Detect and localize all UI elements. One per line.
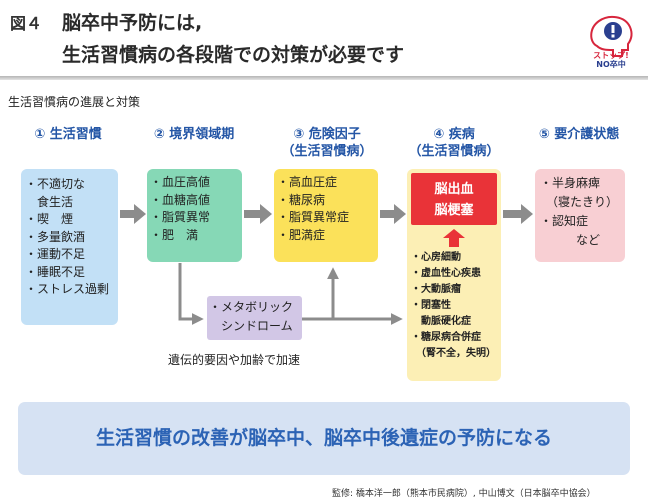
stage-label-care: ⑤ 要介護状態 [514,126,644,143]
supervision-credit: 監修: 橋本洋一郎（熊本市民病院）, 中山博文（日本脳卒中協会） [332,489,596,499]
connector-borderline-to-metabolic [178,263,204,325]
metabolic-syndrome-box: ・メタボリック シンドローム [207,296,302,340]
key-message-banner [18,402,630,475]
list-item: ・多量飲酒 [25,229,86,244]
stroke-hemorrhage-label: 脳出血 [434,182,474,197]
borderline-box: ・血圧高値 ・血糖高値 ・脂質異常 ・肥 満 [147,169,242,262]
list-item: （寝たきり） [540,195,619,209]
stage-label-line1: ③ 危険因子 [293,127,361,142]
key-message-text: 生活習慣の改善が脳卒中、脳卒中後遺症の予防になる [95,427,552,449]
stage-label-disease: ④ 疾病 （生活習慣病） [392,126,516,160]
list-item: ・睡眠不足 [25,264,86,279]
risk-factors-box: ・高血圧症 ・糖尿病 ・脂質異常症 ・肥満症 [274,169,378,262]
list-item: ・喫 煙 [25,212,74,226]
list-item: ・虚血性心疾患 [411,268,481,279]
disease-list: ・心房細動 ・虚血性心疾患 ・大動脈瘤 ・閉塞性 動脈硬化症 ・糖尿病合併症 （… [411,250,505,362]
list-item: ・脂質異常症 [277,210,350,224]
figure-label: 図４ [10,14,43,33]
list-item: ・運動不足 [25,247,86,261]
list-item: ・認知症 [540,214,589,228]
connector-metabolic-to-risk [302,267,339,321]
list-item: ・ストレス過剰 [25,282,110,296]
list-item: ・肥満症 [277,227,326,242]
stage-label-line1: ② 境界領域期 [153,127,235,142]
logo-text-line2: NO卒中 [596,59,626,68]
list-item: ・大動脈瘤 [411,284,461,295]
list-item: など [540,233,601,247]
header-divider [0,76,648,80]
list-item: 食生活 [25,194,74,209]
arrow-risk-to-disease [380,204,406,224]
list-item: ・脂質異常 [150,210,211,224]
metabolic-line2: シンドローム [209,319,293,333]
care-box: ・半身麻痺 （寝たきり） ・認知症 など [535,169,625,262]
list-item: ・血糖高値 [150,192,211,207]
page-title-line1: 脳卒中予防には, [62,12,203,34]
stage-label-risk-factors: ③ 危険因子 （生活習慣病） [262,126,392,160]
stage-label-line2: （生活習慣病） [408,144,500,159]
stage-label-line1: ① 生活習慣 [34,127,102,142]
stroke-infarction-label: 脳梗塞 [434,203,474,218]
up-arrow-icon [443,229,465,247]
stage-label-line2: （生活習慣病） [281,144,373,159]
diagram-subtitle: 生活習慣病の進展と対策 [8,95,141,109]
stage-label-line1: ⑤ 要介護状態 [538,127,620,142]
arrow-borderline-to-risk [244,204,272,224]
genetic-aging-note: 遺伝的要因や加齢で加速 [168,353,301,367]
brain-head-stop-icon: ストップ! NO卒中 [590,15,633,69]
page-title-line2: 生活習慣病の各段階での対策が必要です [62,44,405,66]
list-item: ・肥 満 [150,227,199,242]
stage-label-borderline: ② 境界領域期 [130,126,258,143]
logo-text-line1: ストップ! [593,50,629,60]
list-item: ・高血圧症 [277,175,338,189]
stage-label-lifestyle: ① 生活習慣 [12,126,124,143]
list-item: ・糖尿病合併症 [411,332,481,343]
list-item: ・半身麻痺 [540,176,601,190]
arrow-lifestyle-to-borderline [120,204,146,224]
list-item: ・心房細動 [411,252,461,263]
stop-stroke-logo: ストップ! NO卒中 [583,12,639,69]
metabolic-line1: ・メタボリック [209,300,294,314]
stage-label-line1: ④ 疾病 [433,127,475,142]
list-item: ・不適切な [25,177,86,191]
list-item: （腎不全，失明） [411,348,496,359]
list-item: ・血圧高値 [150,175,211,189]
list-item: ・閉塞性 [411,300,451,311]
stroke-box: 脳出血 脳梗塞 [411,173,497,225]
arrow-disease-to-care [503,204,533,224]
list-item: ・糖尿病 [277,192,326,207]
list-item: 動脈硬化症 [411,316,471,327]
lifestyle-box: ・不適切な 食生活 ・喫 煙 ・多量飲酒 ・運動不足 ・睡眠不足 ・ストレス過剰 [21,169,118,325]
